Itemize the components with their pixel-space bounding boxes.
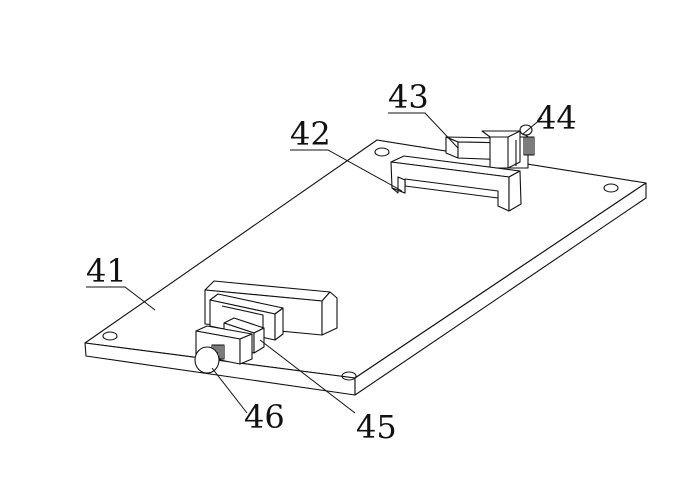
bracket-side-face [508, 170, 522, 212]
leader-lines [86, 112, 543, 414]
lower-screw-head [194, 346, 220, 374]
base-plate-top-face [84, 139, 647, 379]
upper-screw-shank [523, 136, 535, 156]
label-44: 44 [536, 99, 577, 137]
mounting-holes [102, 147, 619, 381]
lower-housing-side [239, 333, 253, 365]
leader-44 [522, 117, 543, 135]
mounting-hole [374, 147, 390, 157]
upper-housing-side [507, 130, 521, 169]
mounting-hole [102, 331, 118, 341]
upper-screw-head [519, 124, 533, 136]
lower-u-bracket-side [274, 307, 284, 341]
lower-screw [194, 344, 225, 374]
label-42: 42 [290, 115, 331, 153]
label-43: 43 [388, 78, 429, 116]
mounting-hole [603, 183, 619, 193]
leader-46 [211, 367, 248, 414]
base-plate [84, 139, 647, 396]
upper-screw [519, 124, 535, 156]
label-45: 45 [356, 408, 397, 446]
mounting-hole [341, 371, 357, 381]
leader-41 [86, 286, 156, 311]
bracket [390, 155, 522, 212]
leader-42 [290, 149, 403, 192]
leader-43 [388, 112, 459, 149]
part-labels: 41 42 43 44 45 46 [86, 78, 577, 446]
label-41: 41 [86, 252, 127, 290]
lower-clamp-side [253, 327, 265, 354]
bracket-left-leg [391, 176, 406, 194]
leader-45 [259, 339, 356, 414]
upper-screw-housing [481, 130, 529, 169]
label-46: 46 [244, 398, 285, 436]
base-plate-side-face [354, 182, 647, 396]
lower-long-block-side [321, 291, 338, 336]
